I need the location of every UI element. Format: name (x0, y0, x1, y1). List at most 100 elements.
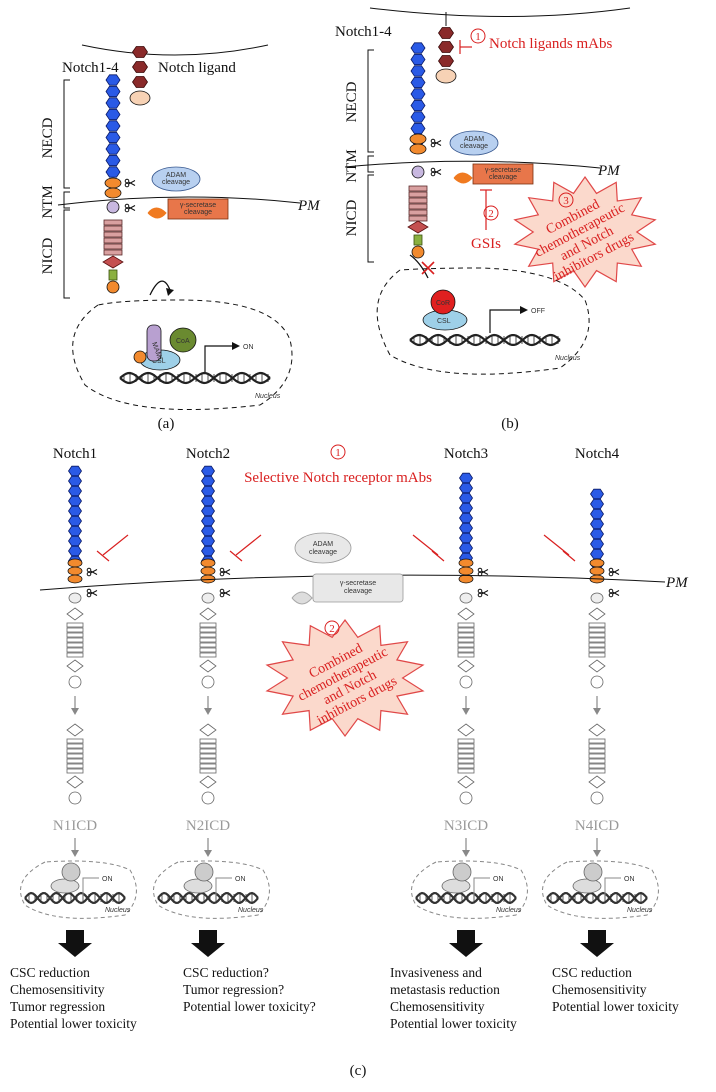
ank-repeat (457, 758, 475, 764)
outcome-arrow (449, 930, 483, 957)
egf-repeat (68, 525, 82, 537)
nicd-bracket (63, 209, 70, 299)
outcome-arrow (580, 930, 614, 957)
mab-inhibit-bar (96, 550, 110, 562)
egf-repeat (201, 515, 215, 527)
egf-repeat (105, 74, 121, 86)
egf-repeat (68, 535, 82, 547)
ank-repeat (103, 249, 123, 256)
gamma-label: γ-secretase (180, 202, 216, 209)
ank-repeat (199, 738, 217, 744)
pest-domain (590, 675, 604, 689)
nicd-label-b: NICD (344, 200, 360, 237)
necd-bracket (367, 49, 374, 153)
ank-repeat (66, 753, 84, 759)
lnr-domain (67, 574, 83, 584)
ligand-domain (438, 55, 454, 67)
tm-domain (411, 165, 425, 179)
ank-repeat (199, 632, 217, 638)
ank-repeat (588, 768, 606, 774)
egf-repeat (68, 545, 82, 557)
nucleus-label: Nucleus (238, 907, 264, 914)
ank-repeat (408, 209, 428, 216)
step3-number: 3 (563, 195, 569, 207)
mab-inhibit-line (102, 534, 129, 556)
egf-repeat (590, 488, 604, 500)
combo-burst-c (265, 618, 425, 738)
step1-label: Notch ligands mAbs (489, 36, 612, 52)
ank-repeat (457, 763, 475, 769)
step2-number: 2 (488, 208, 494, 220)
ligand-base (129, 90, 151, 106)
outcome-text: Chemosensitivity (10, 982, 105, 997)
gamma-label: cleavage (184, 209, 212, 216)
ank-repeat (588, 743, 606, 749)
step2-mark (324, 620, 340, 636)
caption-c: (c) (350, 1063, 367, 1079)
ank-repeat (66, 763, 84, 769)
nucleus-membrane-c (411, 860, 528, 919)
egf-repeat (105, 166, 121, 178)
step2-mark (483, 205, 499, 221)
coa-protein (61, 862, 81, 882)
ank-repeat (408, 203, 428, 210)
egf-repeat (410, 65, 426, 77)
ank-repeat (588, 652, 606, 658)
necd-label-b: NECD (344, 81, 360, 122)
coa-protein (452, 862, 472, 882)
tad-domain (199, 775, 217, 789)
step1-mark (470, 28, 486, 44)
egf-repeat (410, 76, 426, 89)
nicd-label-c: N1ICD (53, 818, 97, 834)
gsis-label: GSIs (471, 236, 501, 252)
egf-repeat (459, 512, 473, 524)
lnr-domain (458, 558, 474, 568)
ank-repeat (588, 647, 606, 653)
step1-number: 1 (335, 447, 341, 459)
outcome-arrow (191, 930, 225, 957)
ank-repeat (66, 768, 84, 774)
pest-domain (413, 234, 423, 246)
egf-repeat (68, 465, 82, 477)
egf-repeat (105, 154, 121, 167)
csl-protein (572, 878, 602, 894)
adam-label: ADAM (166, 172, 186, 179)
egf-repeat (68, 495, 82, 507)
ank-repeat (408, 185, 428, 192)
ram-domain (66, 723, 84, 737)
step1-label-c: Selective Notch receptor mAbs (244, 470, 432, 486)
egf-repeat (459, 472, 473, 484)
mab-inhibit-line (543, 534, 570, 556)
adam-scissor-icon (608, 567, 620, 577)
nucleus-membrane-c (153, 860, 270, 919)
adam-label: ADAM (313, 541, 333, 548)
egf-repeat (105, 120, 121, 132)
csl-label: CSL (437, 318, 451, 325)
presenilin (453, 172, 473, 184)
nucleus-membrane-a (72, 299, 293, 410)
ligand-domain (132, 76, 148, 88)
on-arrow (215, 877, 232, 895)
gamma-label: γ-secretase (485, 167, 521, 174)
receptor-label-b: Notch1-4 (335, 24, 392, 40)
nucleus-label: Nucleus (496, 907, 522, 914)
ram-domain (457, 723, 475, 737)
off-arrow (489, 309, 520, 333)
pest-domain (68, 675, 82, 689)
nucleus-label: Nucleus (627, 907, 653, 914)
ank-repeat (66, 738, 84, 744)
nucleus-membrane-b (376, 267, 590, 375)
on-arrow (604, 877, 621, 895)
csl-protein (441, 878, 471, 894)
egf-repeat (410, 88, 426, 100)
tm-domain (459, 592, 473, 604)
egf-repeat (590, 548, 604, 560)
egf-repeat (410, 99, 426, 112)
lnr-domain (104, 187, 122, 199)
lnr-domain (589, 566, 605, 576)
lnr-domain (409, 133, 427, 145)
nucleus-membrane-c (542, 860, 659, 919)
ank-repeat (408, 197, 428, 204)
gamma-scissor-icon (124, 203, 136, 213)
caption-b: (b) (501, 416, 519, 432)
